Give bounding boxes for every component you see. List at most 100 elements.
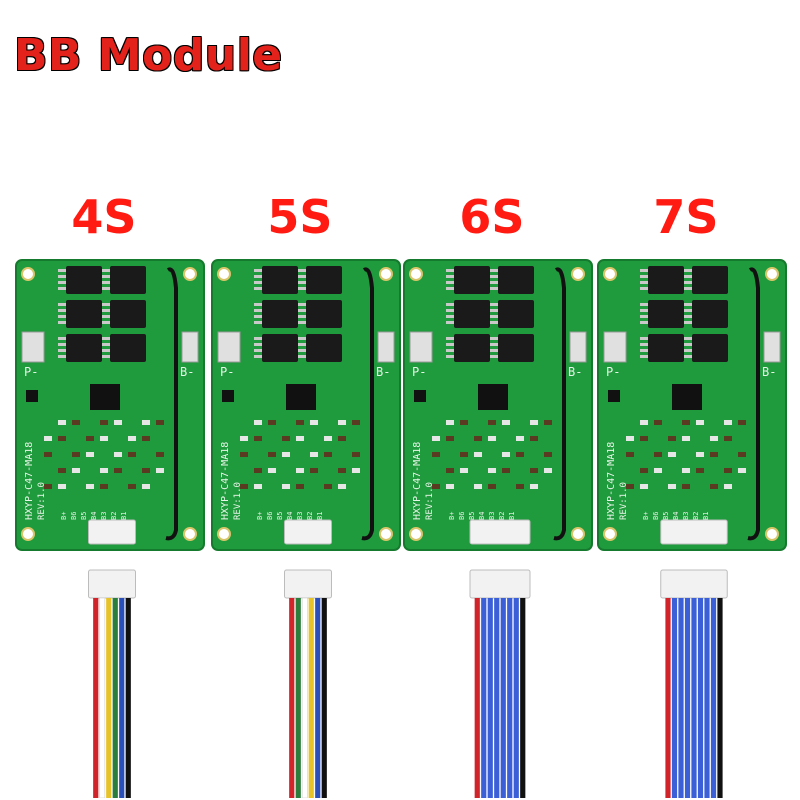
- mosfet-chip: [454, 300, 490, 328]
- mounting-hole: [379, 267, 393, 281]
- pin-label: B+: [448, 512, 456, 520]
- mosfet-chip: [306, 300, 342, 328]
- pad-p-label: P-: [412, 365, 426, 379]
- pin-label: B6: [458, 512, 466, 520]
- harness-wire: [112, 598, 118, 798]
- harness-wire: [125, 598, 131, 798]
- pin-label: B1: [120, 512, 128, 520]
- control-ic: [478, 384, 508, 410]
- pin-label: B3: [296, 512, 304, 520]
- mounting-hole: [571, 527, 585, 541]
- harness-wire: [93, 598, 99, 798]
- mounting-hole: [765, 527, 779, 541]
- harness-wire: [671, 598, 678, 798]
- model-text: HXYP-C47-MA18: [606, 442, 617, 520]
- pad-b: [377, 331, 395, 363]
- mosfet-chip: [66, 266, 102, 294]
- pin-label: B3: [682, 512, 690, 520]
- harness-wire: [289, 598, 295, 798]
- harness-wire: [697, 598, 704, 798]
- model-text: HXYP-C47-MA18: [24, 442, 35, 520]
- mosfet-chip: [454, 266, 490, 294]
- pin-label: B5: [80, 512, 88, 520]
- mosfet-chip: [692, 300, 728, 328]
- pin-label: B3: [488, 512, 496, 520]
- mounting-hole: [21, 527, 35, 541]
- pad-p: [603, 331, 627, 363]
- pad-b-label: B-: [180, 365, 194, 379]
- mounting-hole: [21, 267, 35, 281]
- mosfet-chip: [648, 334, 684, 362]
- mounting-hole: [217, 527, 231, 541]
- pin-label: B+: [256, 512, 264, 520]
- harness-plug: [88, 569, 136, 599]
- mounting-hole: [409, 527, 423, 541]
- mosfet-chip: [262, 300, 298, 328]
- mosfet-chip: [110, 266, 146, 294]
- control-ic: [286, 384, 316, 410]
- pin-label: B+: [642, 512, 650, 520]
- variant-label-5s: 5S: [267, 190, 333, 244]
- pin-label: B1: [702, 512, 710, 520]
- pad-b-label: B-: [568, 365, 582, 379]
- mosfet-chip: [306, 266, 342, 294]
- brand-title: BB Module: [14, 30, 283, 81]
- mosfet-chip: [110, 300, 146, 328]
- pin-label: B5: [276, 512, 284, 520]
- mosfet-chip: [454, 334, 490, 362]
- mosfet-chip: [498, 334, 534, 362]
- mosfet-chip: [66, 300, 102, 328]
- pad-p: [217, 331, 241, 363]
- mounting-hole: [183, 267, 197, 281]
- mosfet-chip: [306, 334, 342, 362]
- harness-wire: [704, 598, 710, 798]
- revision-text: REV:1.0: [37, 482, 47, 520]
- pad-b: [181, 331, 199, 363]
- pin-label: B2: [498, 512, 506, 520]
- revision-text: REV:1.0: [619, 482, 629, 520]
- mosfet-chip: [262, 266, 298, 294]
- board-connector: [469, 519, 531, 545]
- mounting-hole: [217, 267, 231, 281]
- harness-wire: [315, 598, 321, 798]
- harness-wire: [678, 598, 684, 798]
- mosfet-chip: [498, 300, 534, 328]
- pin-label: B6: [70, 512, 78, 520]
- pin-label: B6: [266, 512, 274, 520]
- harness-wire: [684, 598, 691, 798]
- mosfet-chip: [110, 334, 146, 362]
- pin-label: B4: [286, 512, 294, 520]
- mounting-hole: [409, 267, 423, 281]
- board-connector: [660, 519, 728, 545]
- harness-wire: [513, 598, 519, 798]
- pin-label: B2: [692, 512, 700, 520]
- revision-text: REV:1.0: [425, 482, 435, 520]
- harness-plug: [284, 569, 332, 599]
- control-ic: [672, 384, 702, 410]
- mounting-hole: [765, 267, 779, 281]
- pin-label: B5: [662, 512, 670, 520]
- pin-label: B6: [652, 512, 660, 520]
- pad-b: [569, 331, 587, 363]
- mounting-hole: [603, 527, 617, 541]
- harness-wire: [520, 598, 526, 798]
- pad-p: [21, 331, 45, 363]
- pad-p-label: P-: [220, 365, 234, 379]
- pin-label: B5: [468, 512, 476, 520]
- board-connector: [88, 519, 136, 545]
- pin-label: B1: [508, 512, 516, 520]
- model-text: HXYP-C47-MA18: [412, 442, 423, 520]
- mosfet-chip: [66, 334, 102, 362]
- mounting-hole: [571, 267, 585, 281]
- harness-wire: [106, 598, 112, 798]
- mounting-hole: [379, 527, 393, 541]
- mosfet-chip: [648, 300, 684, 328]
- harness-plug: [469, 569, 531, 599]
- harness-wire: [99, 597, 106, 798]
- variant-label-4s: 4S: [71, 190, 137, 244]
- harness-wire: [119, 598, 125, 798]
